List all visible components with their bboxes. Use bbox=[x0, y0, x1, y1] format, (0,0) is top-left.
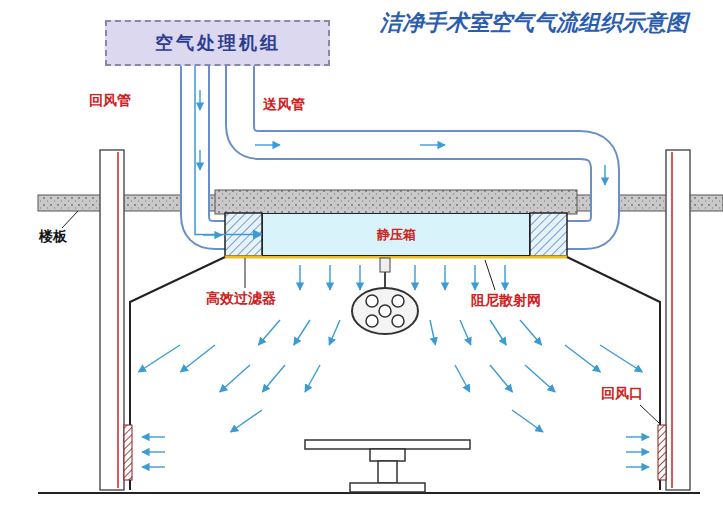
return-duct bbox=[100, 150, 124, 490]
airflow-arrow bbox=[359, 265, 360, 290]
floor-slab bbox=[215, 190, 577, 214]
part-label: 阻尼散射网 bbox=[470, 292, 542, 310]
operating-table bbox=[378, 461, 397, 483]
airflow-arrow bbox=[626, 466, 649, 467]
surgical-lamp bbox=[380, 258, 390, 272]
operating-table bbox=[305, 440, 470, 492]
surgical-lamp bbox=[392, 315, 404, 327]
airflow-arrow bbox=[626, 436, 649, 437]
supply-duct bbox=[195, 64, 605, 235]
airflow-arrow bbox=[305, 365, 320, 392]
airflow-arrow bbox=[512, 410, 543, 432]
room-wall bbox=[567, 257, 660, 490]
airflow-arrow bbox=[199, 150, 200, 170]
plenum-box: 静压箱 bbox=[262, 213, 530, 256]
airflow-arrow bbox=[142, 466, 165, 467]
return-vent bbox=[658, 425, 666, 480]
airflow-arrow bbox=[294, 320, 310, 345]
room-wall bbox=[38, 257, 700, 493]
return-duct bbox=[117, 152, 119, 488]
return-vent bbox=[124, 425, 132, 480]
airflow-arrow bbox=[258, 320, 280, 345]
airflow-arrow bbox=[138, 90, 649, 467]
airflow-arrow bbox=[329, 265, 330, 290]
part-label: 回风口 bbox=[600, 385, 644, 403]
airflow-arrow bbox=[299, 265, 300, 290]
airflow-arrow bbox=[444, 265, 445, 290]
leader-line bbox=[62, 211, 660, 424]
leader-line bbox=[640, 405, 660, 424]
hepa-filter bbox=[530, 213, 567, 256]
operating-table bbox=[350, 483, 425, 492]
airflow-arrow bbox=[626, 451, 649, 452]
airflow-arrow bbox=[420, 144, 445, 145]
airflow-arrow bbox=[220, 365, 250, 392]
supply-duct bbox=[240, 64, 605, 235]
return-duct bbox=[100, 150, 690, 490]
part-label: 高效过滤器 bbox=[205, 290, 277, 308]
airflow-arrow bbox=[414, 265, 415, 290]
hepa-filter bbox=[225, 213, 567, 256]
airflow-arrow bbox=[600, 345, 642, 372]
part-label: 送风管 bbox=[262, 96, 306, 114]
node-text: 静压箱 bbox=[377, 226, 416, 244]
airflow-arrow bbox=[525, 365, 555, 392]
surgical-lamp bbox=[352, 288, 418, 334]
part-label: 回风管 bbox=[88, 92, 132, 110]
leader-line bbox=[245, 258, 246, 288]
airflow-arrow bbox=[520, 320, 542, 345]
airflow-arrow bbox=[604, 165, 605, 185]
return-duct bbox=[666, 150, 690, 490]
air-handling-unit: 空气处理机组 bbox=[105, 20, 330, 66]
surgical-lamp bbox=[392, 295, 404, 307]
airflow-arrow bbox=[474, 265, 475, 290]
surgical-lamp bbox=[379, 305, 391, 317]
return-duct bbox=[671, 152, 673, 488]
airflow-arrow bbox=[142, 451, 165, 452]
supply-air-flow bbox=[195, 66, 262, 235]
airflow-arrow bbox=[504, 265, 505, 290]
airflow-arrow bbox=[460, 320, 471, 345]
surgical-lamp bbox=[384, 272, 386, 288]
operating-table bbox=[305, 440, 470, 449]
surgical-lamp bbox=[366, 315, 378, 327]
operating-table bbox=[370, 449, 405, 461]
airflow-arrow bbox=[490, 320, 506, 345]
airflow-arrow bbox=[180, 345, 215, 372]
node-text: 空气处理机组 bbox=[155, 31, 281, 55]
part-label: 楼板 bbox=[38, 228, 68, 246]
airflow-arrow bbox=[430, 320, 435, 345]
airflow-arrow bbox=[231, 410, 263, 432]
airflow-arrow bbox=[490, 365, 512, 392]
airflow-arrow bbox=[565, 345, 600, 372]
airflow-arrow bbox=[455, 365, 470, 392]
leader-line bbox=[485, 260, 495, 290]
airflow-arrow bbox=[262, 365, 285, 392]
airflow-arrow bbox=[329, 320, 340, 345]
leader-line bbox=[62, 211, 78, 228]
surgical-lamp bbox=[366, 295, 378, 307]
diagram-title: 洁净手术室空气气流组织示意图 bbox=[380, 8, 688, 38]
airflow-arrow bbox=[255, 144, 280, 145]
supply-duct bbox=[195, 64, 228, 235]
airflow-arrow bbox=[138, 345, 180, 372]
surgical-lamp bbox=[352, 258, 418, 334]
airflow-arrow bbox=[199, 90, 200, 110]
airflow-arrow bbox=[142, 436, 165, 437]
floor-slab bbox=[38, 190, 723, 214]
